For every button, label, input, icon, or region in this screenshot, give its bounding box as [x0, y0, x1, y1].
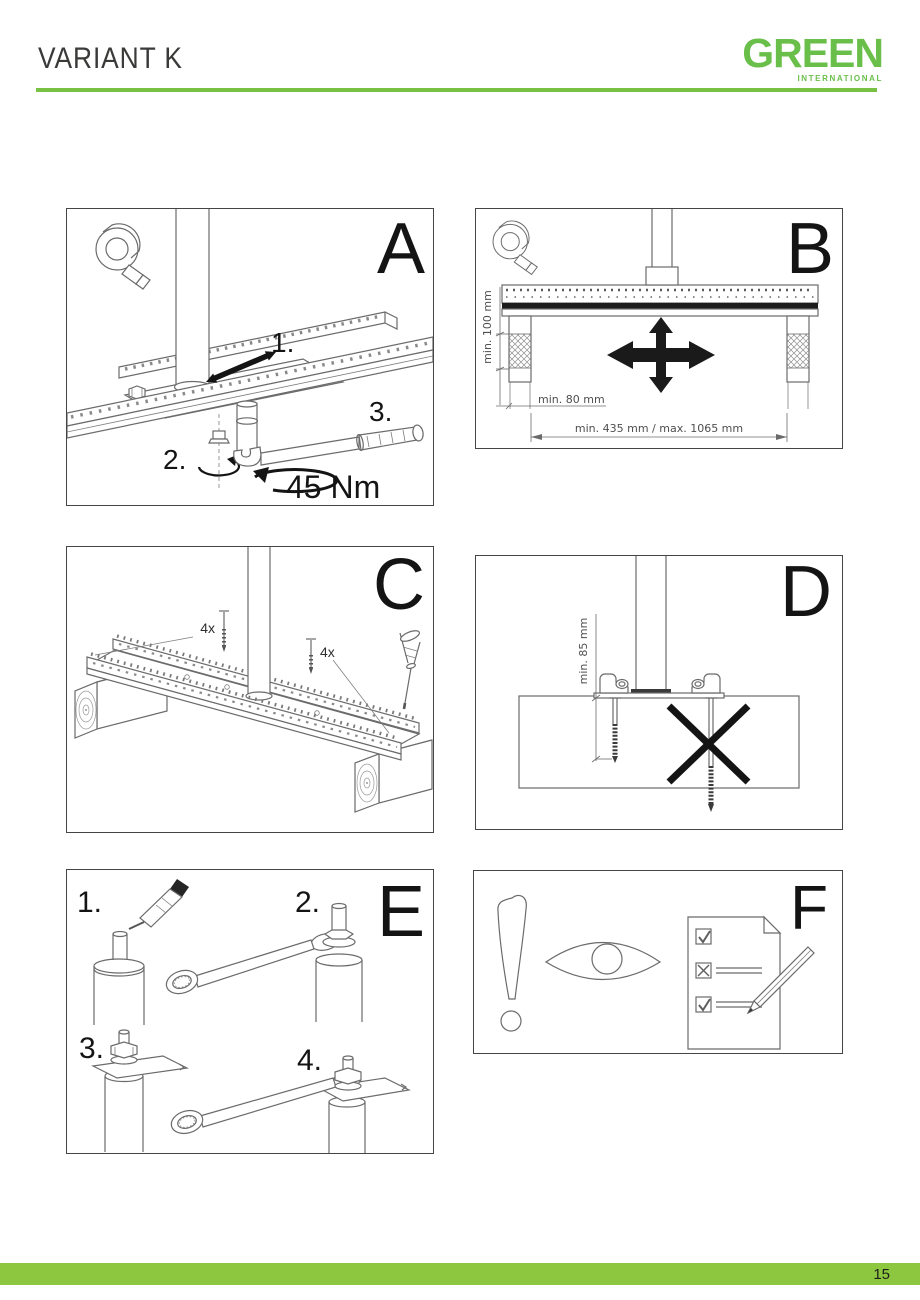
eye-icon	[544, 941, 662, 981]
screw-wrong	[705, 697, 717, 812]
panel-c-letter: C	[373, 547, 425, 625]
step-label-4: 4.	[297, 1044, 322, 1077]
page-title: VARIANT K	[38, 42, 183, 75]
pole	[631, 556, 671, 693]
pencil-icon	[746, 946, 815, 1015]
wood-post-right	[786, 315, 810, 409]
tape-measure-icon	[95, 223, 151, 290]
rail-assembly	[501, 284, 819, 317]
panel-b: B min. 100 mm m	[475, 208, 843, 449]
checklist-icon	[687, 915, 815, 1050]
cross-out-icon	[666, 703, 751, 785]
dimension-height: min. 100 mm	[481, 287, 509, 405]
step1-greasing	[93, 879, 189, 1025]
step4-tighten	[170, 1055, 411, 1153]
dimension-edge-label: min. 80 mm	[538, 393, 605, 406]
panel-e-drawing: E 1. 2. 3.	[77, 872, 425, 1153]
panel-f: F	[473, 870, 843, 1054]
panel-a: A 1.	[66, 208, 434, 506]
hex-bolt	[128, 385, 146, 400]
screwdriver-icon	[399, 630, 421, 710]
tape-measure-icon	[492, 220, 539, 276]
page-number: 15	[873, 1266, 890, 1283]
panel-b-letter: B	[786, 209, 834, 289]
pole	[645, 209, 679, 286]
panel-a-drawing: A 1.	[67, 209, 433, 505]
panel-d: D min. 85 mm	[475, 555, 843, 830]
exclamation-icon	[497, 894, 527, 1032]
pole	[173, 209, 212, 394]
panel-a-letter: A	[377, 209, 425, 289]
panel-c-drawing: C	[74, 547, 433, 813]
brand-logo-subtitle: INTERNATIONAL	[797, 74, 883, 83]
pole	[245, 547, 273, 701]
panel-d-drawing: D min. 85 mm	[518, 556, 832, 812]
dimension-depth: min. 85 mm	[577, 614, 612, 763]
dimension-height-label: min. 100 mm	[481, 290, 494, 364]
double-arrow-icon	[206, 351, 276, 383]
wrench-icon	[165, 933, 340, 995]
clamp-bracket-right	[691, 673, 721, 694]
dimension-span: min. 435 mm / max. 1065 mm	[530, 413, 788, 442]
grease-applicator-icon	[128, 879, 189, 930]
front-rail	[67, 336, 433, 439]
step-label-1: 1.	[271, 327, 294, 358]
front-rail	[86, 652, 402, 761]
step3-plate-mounted	[91, 1029, 189, 1152]
screw-correct	[609, 697, 621, 763]
brand-logo: GREEN INTERNATIONAL	[742, 30, 884, 83]
panel-f-drawing: F	[497, 874, 828, 1050]
dimension-edge: min. 80 mm	[496, 393, 606, 410]
step-label-1: 1.	[77, 886, 102, 919]
clamp-bracket-left	[599, 673, 629, 694]
dimension-depth-label: min. 85 mm	[577, 618, 590, 685]
wood-post-left	[508, 315, 532, 409]
step-label-2: 2.	[163, 444, 186, 475]
panel-e: E 1. 2. 3.	[66, 869, 434, 1154]
leader-line-right	[332, 659, 390, 734]
panel-f-letter: F	[790, 874, 828, 943]
brand-logo-name: GREEN	[742, 30, 884, 76]
step-label-3: 3.	[79, 1032, 104, 1065]
wood-block	[518, 695, 800, 789]
screw-left	[219, 610, 229, 652]
panel-e-letter: E	[377, 872, 425, 952]
screw-right	[306, 638, 316, 674]
step-label-3: 3.	[369, 396, 392, 427]
step-label-2: 2.	[295, 886, 320, 919]
torque-value: 45 Nm	[286, 469, 380, 505]
leader-line-left	[94, 636, 194, 656]
panel-b-drawing: B min. 100 mm m	[481, 209, 834, 442]
header-rule	[36, 88, 877, 92]
torque-wrench	[233, 400, 424, 467]
dimension-span-label: min. 435 mm / max. 1065 mm	[575, 422, 743, 435]
rotation-arrow-icon	[253, 467, 339, 494]
panel-d-letter: D	[780, 556, 832, 632]
quantity-label-left: 4x	[200, 620, 215, 636]
flange-nut	[197, 414, 241, 489]
panel-c: C	[66, 546, 434, 833]
step2-wrench-on-stud	[165, 902, 363, 1022]
quantity-label-right: 4x	[320, 644, 335, 660]
footer-bar: 15	[0, 1263, 920, 1285]
four-way-arrow-icon	[607, 317, 715, 393]
base-plate	[593, 692, 725, 699]
